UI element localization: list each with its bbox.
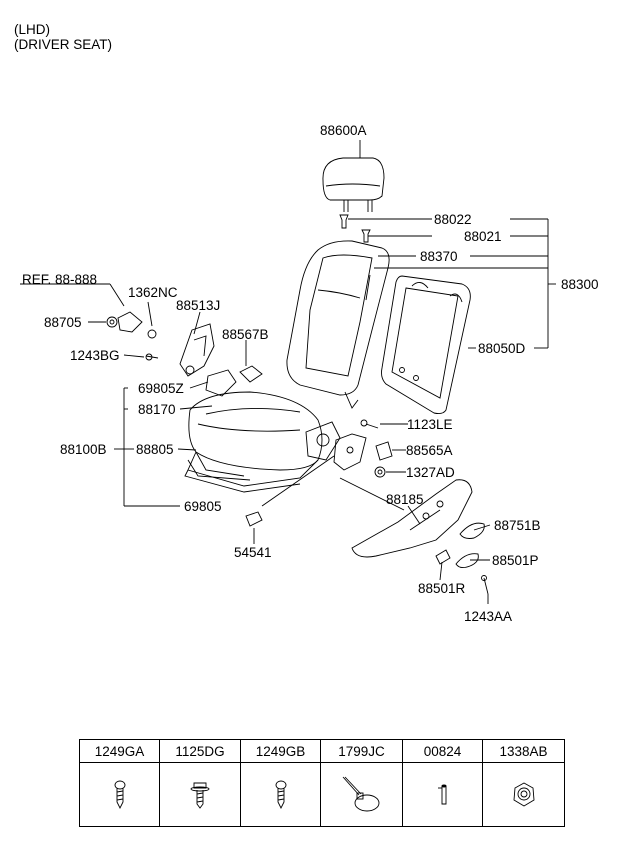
fasteners-icon-row	[79, 762, 565, 827]
lever-88501r	[435, 549, 451, 565]
backrest-part	[286, 240, 390, 409]
label-1327ad: 1327AD	[406, 465, 455, 480]
nut-1327ad	[374, 466, 386, 478]
label-88501p: 88501P	[492, 553, 539, 568]
label-88185: 88185	[386, 492, 424, 507]
side-shield-part	[351, 479, 473, 558]
label-69805: 69805	[184, 499, 222, 514]
buckle-bracket-part	[179, 323, 215, 377]
bracket-88567b	[239, 365, 263, 383]
label-88300: 88300	[561, 277, 599, 292]
fasteners-table: 1249GA 1125DG 1249GB 1799JC 00824 1338AB	[79, 739, 565, 827]
label-1362nc: 1362NC	[128, 285, 178, 300]
part-labels: 88600A 88022 88021 88370 88300 88050D RE…	[22, 123, 599, 624]
label-88370: 88370	[420, 249, 458, 264]
fastener-code: 1338AB	[482, 739, 565, 763]
recliner-bracket-part	[305, 421, 367, 471]
fastener-code: 1799JC	[320, 739, 403, 763]
headrest-part	[322, 157, 385, 212]
screw-icon	[114, 780, 125, 809]
cable-tie-icon	[342, 776, 379, 811]
fastener-code: 1249GA	[79, 739, 160, 763]
cover-88565a	[375, 441, 393, 461]
label-1243bg: 1243BG	[70, 348, 120, 363]
seat-exploded-diagram: 88600A 88022 88021 88370 88300 88050D RE…	[20, 123, 599, 624]
label-88513j: 88513J	[176, 298, 220, 313]
screw-1243aa	[481, 575, 489, 595]
label-88705: 88705	[44, 315, 82, 330]
fastener-code: 00824	[402, 739, 483, 763]
pin-clip-icon	[437, 784, 446, 804]
label-88565a: 88565A	[406, 443, 453, 458]
label-88022: 88022	[434, 212, 472, 227]
nut-icon	[513, 781, 534, 807]
knob-88501p	[455, 553, 479, 569]
header-lhd: (LHD)	[14, 22, 50, 37]
label-88501r: 88501R	[418, 581, 466, 596]
clip-54541	[245, 511, 263, 527]
label-88050d: 88050D	[478, 341, 526, 356]
leader-lines	[20, 140, 556, 604]
back-board-part	[381, 275, 471, 415]
flange-bolt-icon	[190, 782, 210, 809]
knob-88751b	[459, 522, 485, 539]
label-88170: 88170	[138, 402, 176, 417]
label-88751b: 88751B	[494, 518, 541, 533]
label-1123le: 1123LE	[407, 417, 453, 432]
header-driver-seat: (DRIVER SEAT)	[14, 37, 113, 52]
seat-rail-part	[187, 451, 251, 481]
label-88100b: 88100B	[60, 442, 107, 457]
label-88567b: 88567B	[222, 327, 269, 342]
side-plate-69805z	[205, 369, 237, 397]
label-1243aa: 1243AA	[464, 609, 512, 624]
label-54541: 54541	[234, 545, 272, 560]
fastener-code: 1125DG	[159, 739, 241, 763]
label-69805z: 69805Z	[138, 381, 184, 396]
bolt-1123le	[360, 419, 379, 429]
label-88600a: 88600A	[320, 123, 367, 138]
label-ref-88-888: REF. 88-888	[22, 272, 97, 287]
label-88021: 88021	[464, 229, 502, 244]
tapping-screw-icon	[275, 780, 286, 809]
fasteners-header-row: 1249GA 1125DG 1249GB 1799JC 00824 1338AB	[79, 739, 565, 763]
belt-buckle-part	[106, 311, 159, 361]
headrest-guide-clip	[339, 214, 371, 243]
label-88805: 88805	[136, 442, 174, 457]
fastener-code: 1249GB	[240, 739, 321, 763]
